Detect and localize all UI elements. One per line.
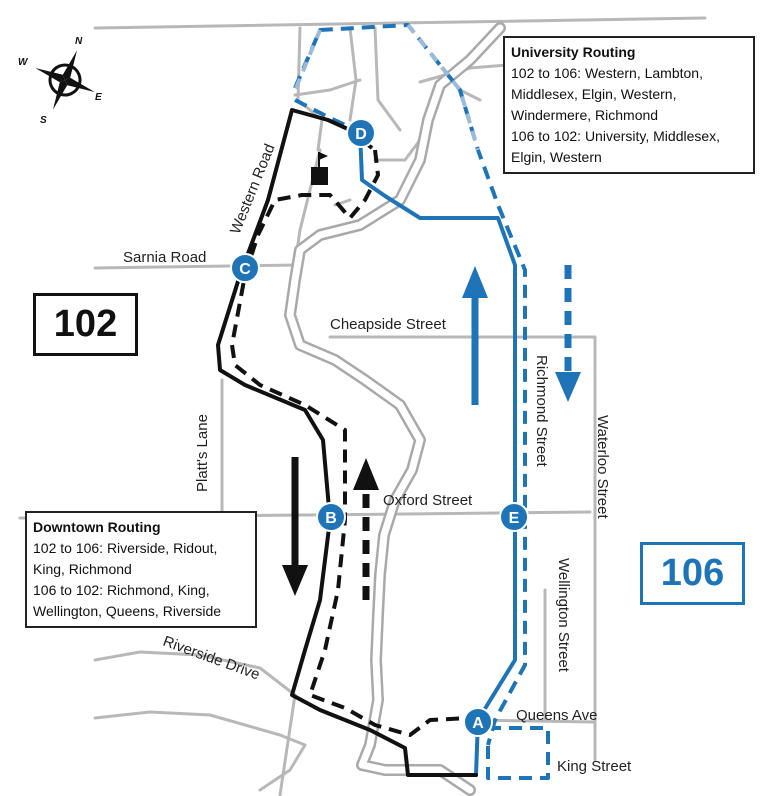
street-label-waterloo-street: Waterloo Street [594,415,611,519]
route-106-badge-label: 106 [660,552,725,594]
university-routing-title: University Routing [511,44,636,60]
university-routing-line: Middlesex, Elgin, Western, [511,86,677,102]
stop-e-label: E [509,510,520,527]
stop-c-marker[interactable]: C [230,253,260,283]
route-106-badge: 106 [640,542,745,605]
university-routing-line: 102 to 106: Western, Lambton, [511,65,703,81]
stop-markers: D C B E A [230,118,529,737]
thames-river [284,22,506,796]
stop-a-label: A [472,715,484,732]
compass-w: W [18,57,29,68]
downtown-routing-legend: Downtown Routing 102 to 106: Riverside, … [25,511,257,628]
downtown-routing-title: Downtown Routing [33,519,161,535]
stop-c-label: C [239,261,251,278]
route-102-badge-label: 102 [53,303,118,345]
stop-b-marker[interactable]: B [316,502,346,532]
stop-b-label: B [325,510,337,527]
downtown-routing-line: Wellington, Queens, Riverside [33,603,222,619]
route-106-path [293,23,550,780]
arrow-102-north-head [353,458,379,490]
university-routing-line: Windermere, Richmond [511,107,659,123]
street-label-wellington-street: Wellington Street [555,558,572,673]
compass-s: S [40,115,47,126]
compass-e: E [95,92,102,103]
university-routing-legend: University Routing 102 to 106: Western, … [503,36,755,174]
downtown-routing-line: 102 to 106: Riverside, Ridout, [33,540,218,556]
stop-e-marker[interactable]: E [499,502,529,532]
stop-d-marker[interactable]: D [346,118,376,148]
castle-landmark-icon [311,152,328,185]
university-routing-line: 106 to 102: University, Middlesex, [511,128,721,144]
street-label-platts-lane: Platt's Lane [194,414,211,492]
street-label-sarnia-road: Sarnia Road [123,249,206,266]
route-102-badge: 102 [33,293,138,356]
downtown-routing-line: King, Richmond [33,561,132,577]
downtown-routing-line: 106 to 102: Richmond, King, [33,582,210,598]
stop-a-marker[interactable]: A [463,707,493,737]
stop-d-label: D [355,126,367,143]
street-label-richmond-street: Richmond Street [533,355,550,468]
arrow-106-north-head [462,266,488,298]
direction-arrows [282,265,581,600]
street-label-riverside-drive: Riverside Drive [161,633,262,684]
arrow-102-south-head [282,565,308,596]
street-label-oxford-street: Oxford Street [383,492,473,509]
arrow-106-south-head [555,372,581,402]
street-label-queens-ave: Queens Ave [516,707,597,724]
street-label-king-street: King Street [557,758,632,775]
university-routing-line: Elgin, Western [511,149,602,165]
compass-rose-icon [35,50,95,110]
street-label-cheapside-street: Cheapside Street [330,316,447,333]
compass-n: N [75,36,83,47]
